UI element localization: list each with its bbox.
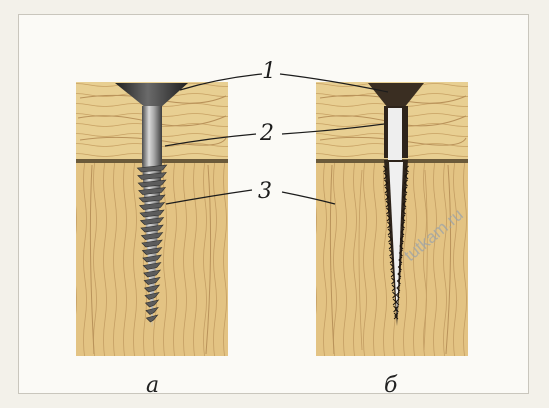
callout-2: 2: [259, 121, 274, 146]
panel-b-letter: б: [384, 373, 398, 398]
clearance-hole: [388, 108, 402, 160]
panel-a-letter: а: [146, 373, 159, 398]
callout-1: 1: [262, 59, 276, 84]
panel-a: [76, 82, 228, 356]
screw-shank: [142, 106, 162, 164]
callout-3: 3: [258, 179, 272, 204]
